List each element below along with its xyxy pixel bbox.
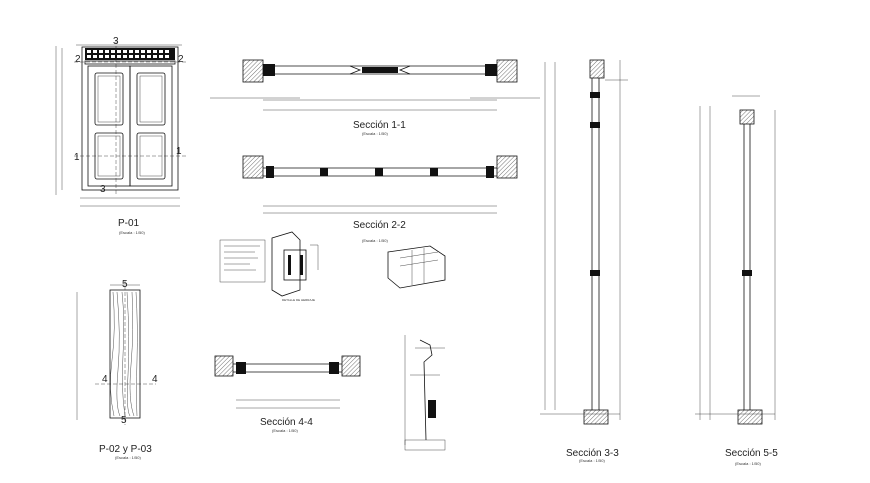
section-mark-1: 1: [74, 152, 80, 163]
section-4-4-title: Sección 4-4: [260, 417, 313, 428]
section-mark-5: 5: [121, 415, 127, 426]
door-scale-p0203: (Escala : 1/50): [115, 455, 141, 460]
section-5-5-scale: (Escala : 1/50): [735, 461, 761, 466]
section-1-1-drawing: Sección 1-1 (Escala : 1/50): [210, 59, 540, 136]
section-4-4-drawing: Sección 4-4 (Escala : 1/50): [214, 355, 361, 433]
door-scale-p01: (Escala : 1/50): [119, 230, 145, 235]
section-2-2-scale: (Escala : 1/50): [362, 238, 388, 243]
section-3-3-scale: (Escala : 1/50): [579, 458, 605, 463]
hardware-detail: DETALLE DE HERRAJE: [219, 231, 446, 302]
section-5-5-title: Sección 5-5: [725, 448, 778, 459]
section-5-5-drawing: Sección 5-5 (Escala : 1/50): [695, 95, 778, 466]
section-mark-2: 2: [75, 54, 81, 65]
section-1-1-scale: (Escala : 1/50): [362, 131, 388, 136]
section-mark-1: 1: [176, 146, 182, 157]
section-mark-4: 4: [102, 374, 108, 385]
section-mark-5: 5: [122, 279, 128, 290]
door-elevation-p0203: 5 4 4 5 P-02 y P-03 (Escala : 1/50): [76, 279, 158, 460]
section-3-3-drawing: Sección 3-3 (Escala : 1/50): [540, 59, 628, 463]
section-mark-3: 3: [113, 36, 119, 47]
section-2-2-drawing: Sección 2-2 (Escala : 1/50): [242, 155, 518, 243]
section-mark-2: 2: [178, 54, 184, 65]
section-1-1-title: Sección 1-1: [353, 120, 406, 131]
section-2-2-title: Sección 2-2: [353, 220, 406, 231]
section-4-4-scale: (Escala : 1/50): [272, 428, 298, 433]
hardware-detail-label: DETALLE DE HERRAJE: [282, 298, 315, 302]
vertical-section-detail: [404, 335, 446, 451]
door-title-p01: P-01: [118, 218, 140, 229]
section-mark-3: 3: [100, 184, 106, 195]
door-title-p0203: P-02 y P-03: [99, 444, 152, 455]
section-3-3-title: Sección 3-3: [566, 448, 619, 459]
section-mark-4: 4: [152, 374, 158, 385]
door-elevation-p01: 1 2 3 3 1 2 P-01 (Escala : 1/50): [55, 36, 186, 235]
